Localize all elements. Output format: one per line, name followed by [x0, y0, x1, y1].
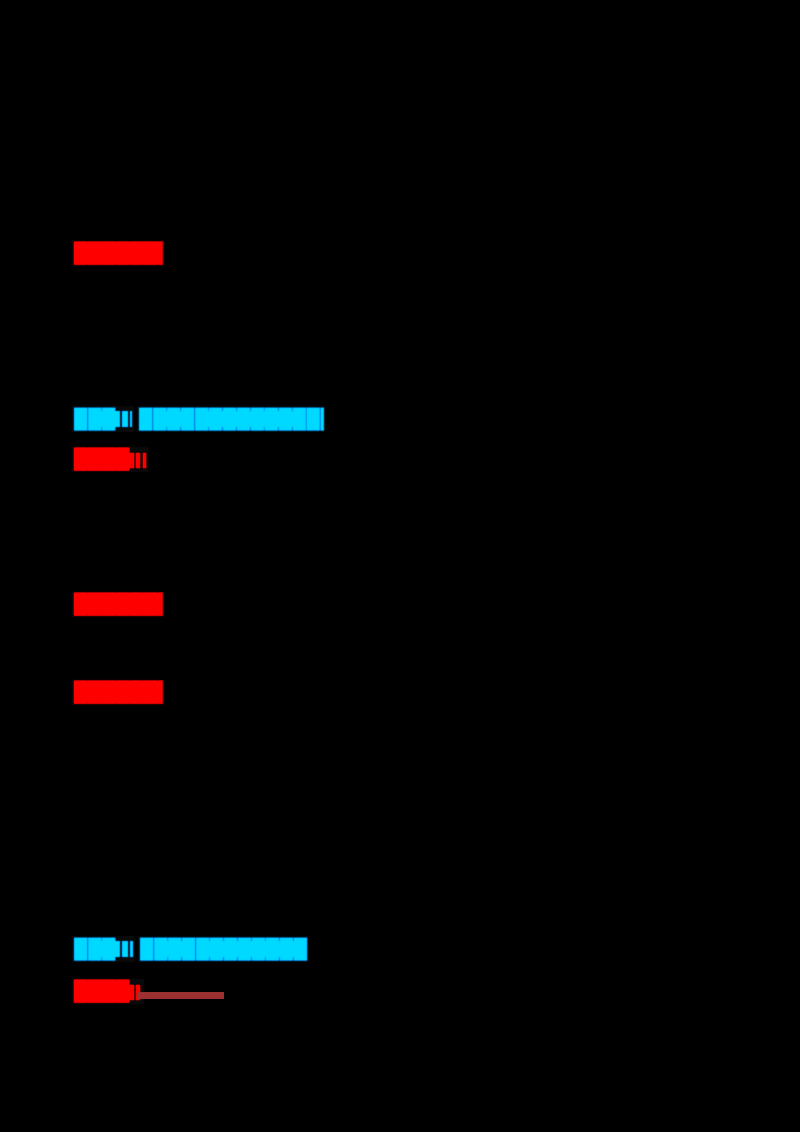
- section-4-2-title: ████████████: [138, 936, 308, 962]
- para-1-lead: ███████: [72, 241, 163, 266]
- para-5-lead: ████: [72, 979, 144, 1004]
- underline-rule: [138, 992, 224, 999]
- para-3-lead: ███████: [72, 592, 163, 617]
- para-2-lead: ████: [72, 447, 148, 472]
- section-4-1-number: ███: [72, 406, 134, 432]
- para-4-lead: ███████: [72, 680, 163, 705]
- section-4-2-number: ███: [72, 936, 135, 962]
- section-4-1-title: ██████████████: [137, 406, 324, 432]
